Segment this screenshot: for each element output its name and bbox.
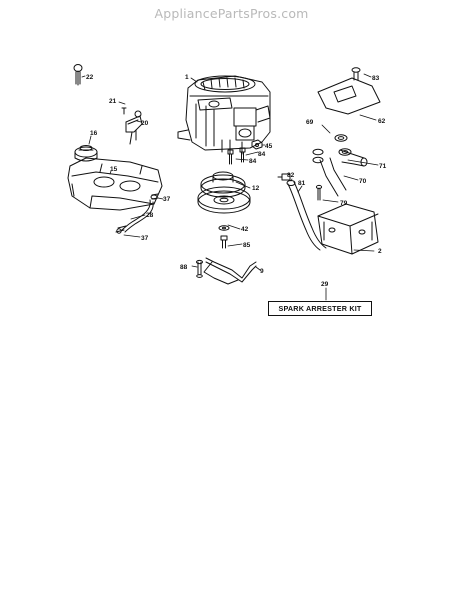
spark-arrester-kit-label[interactable]: SPARK ARRESTER KIT xyxy=(268,301,372,316)
callout-84-lower: 84 xyxy=(249,158,257,165)
engine-part[interactable] xyxy=(177,75,271,155)
callout-71: 71 xyxy=(379,163,387,170)
engine-pulley-part[interactable] xyxy=(197,171,251,214)
exhaust-gasket-part[interactable] xyxy=(312,134,352,164)
washer-part[interactable] xyxy=(218,225,230,231)
callout-2: 2 xyxy=(378,248,382,255)
muffler-screw-part[interactable] xyxy=(315,184,323,201)
heat-shield-bolt-part[interactable] xyxy=(351,67,361,81)
exhaust-pipe-part[interactable] xyxy=(319,149,368,197)
pulley-bolt-part[interactable] xyxy=(220,235,228,249)
callout-9: 9 xyxy=(260,268,264,275)
belt-guide-bolt-part[interactable] xyxy=(196,259,203,278)
engine-mount-bolt-part[interactable] xyxy=(227,147,246,165)
callout-81: 81 xyxy=(298,180,306,187)
callout-12: 12 xyxy=(252,185,260,192)
callout-21: 21 xyxy=(109,98,117,105)
callout-37-upper: 37 xyxy=(163,196,171,203)
callout-1: 1 xyxy=(185,74,189,81)
heat-shield-part[interactable] xyxy=(317,77,381,115)
hose-clamp-part[interactable] xyxy=(115,193,159,234)
leader-lines xyxy=(81,73,379,301)
fuel-cap-part[interactable] xyxy=(74,145,98,162)
belt-guide-part[interactable] xyxy=(203,257,257,285)
callout-82: 82 xyxy=(287,172,295,179)
push-rivet-part[interactable] xyxy=(73,64,83,86)
callout-85: 85 xyxy=(243,242,251,249)
callout-70: 70 xyxy=(359,178,367,185)
site-watermark: AppliancePartsPros.com xyxy=(154,6,309,21)
callout-62: 62 xyxy=(378,118,386,125)
fuel-tank-part[interactable] xyxy=(67,157,163,211)
callout-83: 83 xyxy=(372,75,380,82)
callout-88: 88 xyxy=(180,264,188,271)
muffler-part[interactable] xyxy=(317,203,379,255)
callout-20: 20 xyxy=(141,120,149,127)
callout-28: 28 xyxy=(146,212,154,219)
callout-79: 79 xyxy=(340,200,348,207)
callout-42: 42 xyxy=(241,226,249,233)
nut-part[interactable] xyxy=(251,139,263,150)
callout-45: 45 xyxy=(265,143,273,150)
callout-22: 22 xyxy=(86,74,94,81)
callout-16: 16 xyxy=(90,130,98,137)
callout-15: 15 xyxy=(110,166,118,173)
callout-84-upper: 84 xyxy=(258,151,266,158)
callout-69: 69 xyxy=(306,119,314,126)
callout-29: 29 xyxy=(321,281,329,288)
hose-fitting-part[interactable] xyxy=(277,173,291,181)
callout-37-lower: 37 xyxy=(141,235,149,242)
callout-labels: 1 2 9 12 15 16 20 21 22 28 29 37 37 42 4… xyxy=(86,74,387,288)
throttle-control-part[interactable] xyxy=(121,107,143,145)
